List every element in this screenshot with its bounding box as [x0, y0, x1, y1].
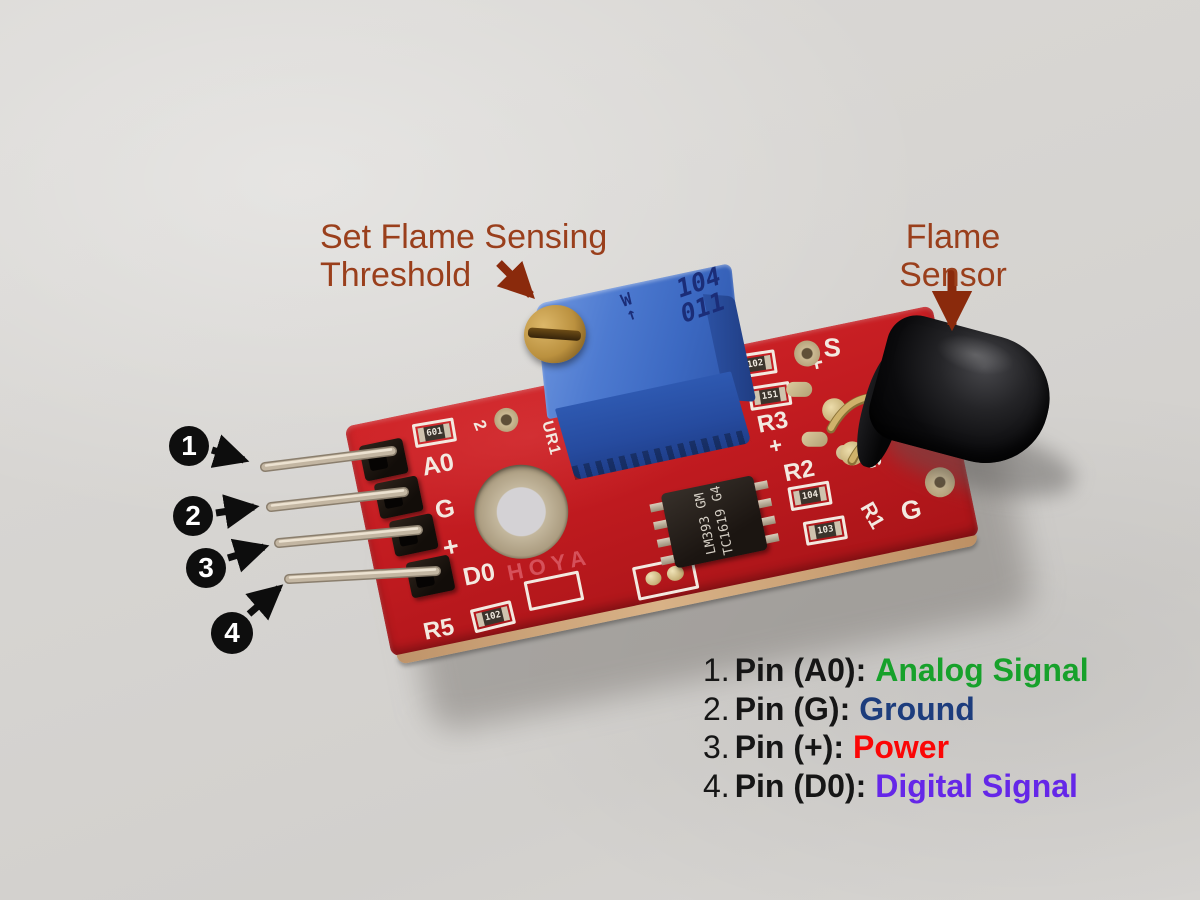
silkscreen-r5: R5	[420, 613, 457, 646]
pin-marker-2: 2	[173, 496, 213, 536]
legend-pin: Pin (D0):	[734, 767, 867, 804]
silkscreen-s: S	[822, 332, 842, 363]
header-socket-1	[358, 437, 409, 482]
gold-pad	[786, 381, 813, 397]
header-socket-2	[373, 475, 424, 520]
pin-marker-4: 4	[211, 612, 253, 654]
marker-number: 2	[185, 500, 201, 531]
legend-pin: Pin (A0):	[734, 652, 867, 688]
pin-marker-3: 3	[186, 548, 226, 588]
resistor-code: 102	[483, 609, 503, 623]
threshold-label-line1: Set Flame Sensing	[320, 218, 608, 256]
silkscreen-r1: R1	[855, 498, 889, 533]
resistor-code: 151	[761, 389, 779, 402]
legend-number: 1.	[703, 652, 730, 688]
silkscreen-g-corner: G	[898, 492, 924, 527]
legend-number: 2.	[703, 690, 730, 727]
flame-sensor-label: Flame Sensor	[872, 218, 1034, 294]
sensor-solder-joint	[819, 396, 849, 425]
legend-item-plus: 3.Pin (+):Power	[703, 728, 1089, 767]
resistor-code: 104	[801, 489, 819, 502]
silkscreen-num2: 2	[469, 417, 491, 434]
legend-pin: Pin (G):	[734, 690, 851, 727]
flame-label-line1: Flame	[905, 218, 1001, 256]
legend-value: Power	[853, 729, 950, 766]
smd-resistor-102-bottom: 102	[469, 600, 517, 634]
legend-value: Ground	[859, 690, 975, 727]
resistor-code: 601	[425, 425, 444, 439]
threshold-label: Set Flame Sensing Threshold	[320, 218, 607, 294]
pin-legend: 1.Pin (A0):Analog Signal 2.Pin (G):Groun…	[703, 651, 1089, 805]
legend-number: 4.	[703, 767, 730, 804]
ic-marking: LM393 GM TC1619 G4	[692, 484, 738, 557]
legend-value: Digital Signal	[875, 767, 1078, 804]
lm393-comparator-ic: LM393 GM TC1619 G4	[649, 475, 780, 569]
header-socket-3	[388, 512, 439, 558]
flame-label-line2: Sensor	[899, 256, 1007, 294]
legend-item-g: 2.Pin (G):Ground	[703, 690, 1089, 729]
silkscreen-label-d0: D0	[460, 557, 498, 592]
marker-number: 4	[224, 617, 240, 648]
marker-number: 3	[198, 552, 214, 583]
legend-pin: Pin (+):	[734, 729, 845, 766]
legend-number: 3.	[703, 729, 730, 766]
smd-resistor-103: 103	[802, 515, 849, 546]
pin-marker-1: 1	[169, 426, 209, 466]
silkscreen-plus-mid: +	[766, 431, 785, 459]
legend-item-a0: 1.Pin (A0):Analog Signal	[703, 651, 1089, 690]
silkscreen-label-a0: A0	[419, 447, 457, 482]
gold-pad	[801, 431, 828, 447]
resistor-code: 103	[816, 523, 835, 537]
marker-number: 1	[181, 430, 197, 461]
threshold-label-line2: Threshold	[320, 256, 472, 294]
smd-resistor-601: 601	[411, 417, 458, 449]
legend-item-d0: 4.Pin (D0):Digital Signal	[703, 767, 1089, 806]
through-hole-pad	[492, 405, 521, 435]
legend-value: Analog Signal	[875, 652, 1089, 688]
silkscreen-label-g: G	[432, 493, 458, 525]
